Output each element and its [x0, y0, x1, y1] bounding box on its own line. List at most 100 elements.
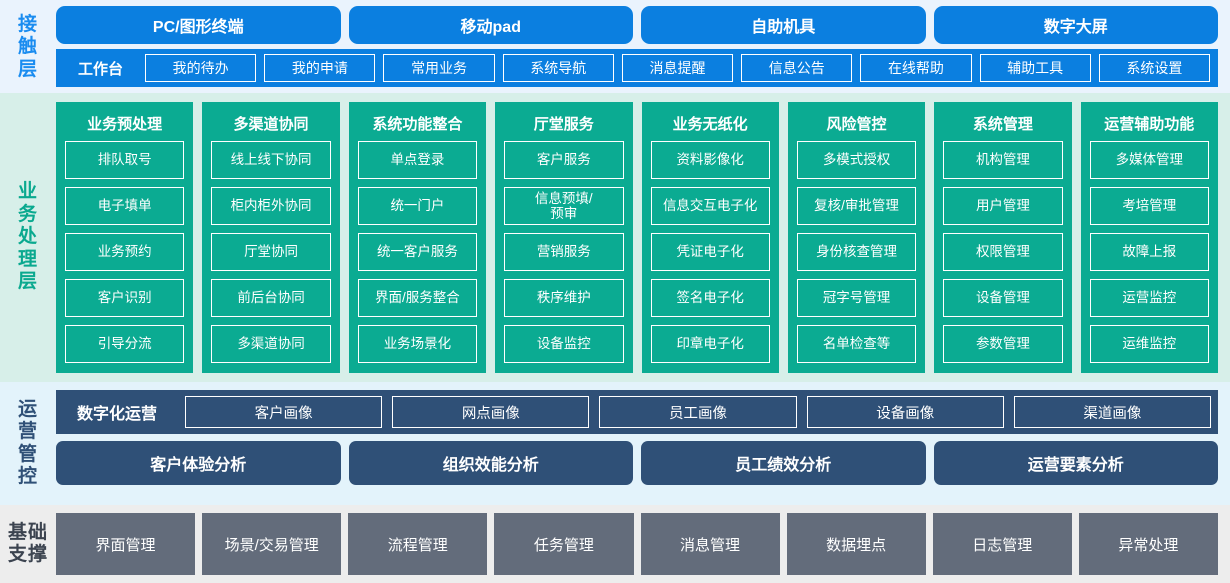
analysis-organizational-efficiency[interactable]: 组织效能分析 [348, 441, 633, 485]
business-item[interactable]: 参数管理 [943, 325, 1063, 363]
business-column-paperless: 业务无纸化 资料影像化 信息交互电子化 凭证电子化 签名电子化 印章电子化 [641, 102, 779, 373]
business-column-system-management: 系统管理 机构管理 用户管理 权限管理 设备管理 参数管理 [934, 102, 1072, 373]
business-item[interactable]: 业务预约 [65, 233, 185, 271]
business-item[interactable]: 多模式授权 [796, 141, 917, 179]
business-item[interactable]: 资料影像化 [650, 141, 770, 179]
business-item[interactable]: 身份核查管理 [796, 233, 917, 271]
channel-mobile-pad[interactable]: 移动pad [348, 6, 633, 44]
business-item[interactable]: 权限管理 [943, 233, 1063, 271]
contact-layer: 接 触 层 PC/图形终端 移动pad 自助机具 数字大屏 工作台 我的待办 我… [0, 0, 1230, 93]
business-item[interactable]: 多媒体管理 [1089, 141, 1209, 179]
business-item[interactable]: 线上线下协同 [211, 141, 331, 179]
business-column-operation-auxiliary: 运营辅助功能 多媒体管理 考培管理 故障上报 运营监控 运维监控 [1080, 102, 1218, 373]
nav-item-my-todo[interactable]: 我的待办 [145, 54, 257, 82]
business-item[interactable]: 营销服务 [504, 233, 624, 271]
channel-pc[interactable]: PC/图形终端 [56, 6, 341, 44]
business-item[interactable]: 用户管理 [943, 187, 1063, 225]
foundation-layer: 基础 支撑 界面管理 场景/交易管理 流程管理 任务管理 消息管理 数据埋点 日… [0, 505, 1230, 583]
nav-item-information-bulletin[interactable]: 信息公告 [741, 54, 853, 82]
profile-customer[interactable]: 客户画像 [185, 396, 383, 428]
business-item[interactable]: 考培管理 [1089, 187, 1209, 225]
business-item[interactable]: 引导分流 [65, 325, 185, 363]
analysis-customer-experience[interactable]: 客户体验分析 [56, 441, 341, 485]
column-title: 系统功能整合 [372, 116, 463, 133]
business-column-preprocessing: 业务预处理 排队取号 电子填单 业务预约 客户识别 引导分流 [56, 102, 194, 373]
foundation-scenario-transaction-management[interactable]: 场景/交易管理 [202, 513, 342, 575]
business-item[interactable]: 复核/审批管理 [796, 187, 917, 225]
foundation-task-management[interactable]: 任务管理 [494, 513, 634, 575]
business-item[interactable]: 统一客户服务 [357, 233, 478, 271]
business-column-lobby-service: 厅堂服务 客户服务 信息预填/ 预审 营销服务 秩序维护 设备监控 [495, 102, 633, 373]
business-item[interactable]: 故障上报 [1089, 233, 1209, 271]
column-items: 客户服务 信息预填/ 预审 营销服务 秩序维护 设备监控 [504, 141, 624, 363]
operations-label-char: 营 [17, 421, 38, 443]
business-item[interactable]: 厅堂协同 [211, 233, 331, 271]
nav-item-message-reminder[interactable]: 消息提醒 [621, 54, 734, 82]
business-item[interactable]: 柜内柜外协同 [211, 187, 331, 225]
analysis-operation-factors[interactable]: 运营要素分析 [933, 441, 1218, 485]
business-item[interactable]: 界面/服务整合 [357, 279, 478, 317]
workbench-nav-row: 工作台 我的待办 我的申请 常用业务 系统导航 消息提醒 信息公告 在线帮助 辅… [56, 49, 1218, 87]
profile-device[interactable]: 设备画像 [806, 396, 1004, 428]
nav-item-my-application[interactable]: 我的申请 [264, 54, 376, 82]
column-items: 多媒体管理 考培管理 故障上报 运营监控 运维监控 [1089, 141, 1209, 363]
channel-self-service-machine[interactable]: 自助机具 [641, 6, 926, 44]
business-label-char: 层 [17, 271, 38, 293]
business-item[interactable]: 单点登录 [357, 141, 478, 179]
business-item[interactable]: 统一门户 [357, 187, 478, 225]
foundation-message-management[interactable]: 消息管理 [640, 513, 780, 575]
business-item[interactable]: 秩序维护 [504, 279, 624, 317]
operations-label-char: 控 [17, 465, 38, 487]
operations-layer-label: 运 营 管 控 [0, 390, 56, 497]
digital-operations-row: 数字化运营 客户画像 网点画像 员工画像 设备画像 渠道画像 [56, 390, 1218, 434]
foundation-exception-handling[interactable]: 异常处理 [1078, 513, 1218, 575]
business-item[interactable]: 信息预填/ 预审 [504, 187, 624, 225]
profile-branch[interactable]: 网点画像 [392, 396, 590, 428]
business-item[interactable]: 设备监控 [504, 325, 624, 363]
channel-digital-screen[interactable]: 数字大屏 [933, 6, 1218, 44]
profile-channel[interactable]: 渠道画像 [1013, 396, 1212, 428]
column-items: 多模式授权 复核/审批管理 身份核查管理 冠字号管理 名单检查等 [796, 141, 917, 363]
foundation-log-management[interactable]: 日志管理 [932, 513, 1072, 575]
nav-item-system-navigation[interactable]: 系统导航 [502, 54, 614, 82]
business-item[interactable]: 客户服务 [504, 141, 624, 179]
business-item[interactable]: 凭证电子化 [650, 233, 770, 271]
nav-item-common-business[interactable]: 常用业务 [383, 54, 495, 82]
business-item[interactable]: 印章电子化 [650, 325, 770, 363]
business-label-char: 务 [17, 203, 38, 225]
profile-employee[interactable]: 员工画像 [599, 396, 797, 428]
business-item[interactable]: 多渠道协同 [211, 325, 331, 363]
column-items: 单点登录 统一门户 统一客户服务 界面/服务整合 业务场景化 [357, 141, 478, 363]
foundation-layer-label: 基础 支撑 [0, 513, 56, 575]
foundation-data-tracking[interactable]: 数据埋点 [786, 513, 926, 575]
business-item[interactable]: 签名电子化 [650, 279, 770, 317]
column-title: 业务无纸化 [672, 116, 748, 133]
business-item[interactable]: 客户识别 [65, 279, 185, 317]
business-item[interactable]: 前后台协同 [211, 279, 331, 317]
business-item[interactable]: 冠字号管理 [796, 279, 917, 317]
business-item[interactable]: 运维监控 [1089, 325, 1209, 363]
nav-item-online-help[interactable]: 在线帮助 [860, 54, 972, 82]
business-layer: 业 务 处 理 层 业务预处理 排队取号 电子填单 业务预约 客户识别 引导分流… [0, 93, 1230, 382]
column-title: 业务预处理 [87, 116, 163, 133]
foundation-process-management[interactable]: 流程管理 [348, 513, 488, 575]
business-item[interactable]: 信息交互电子化 [650, 187, 770, 225]
business-item[interactable]: 电子填单 [65, 187, 185, 225]
contact-layer-label: 接 触 层 [0, 6, 56, 89]
operations-layer: 运 营 管 控 数字化运营 客户画像 网点画像 员工画像 设备画像 渠道画像 客… [0, 382, 1230, 505]
nav-item-auxiliary-tools[interactable]: 辅助工具 [979, 54, 1091, 82]
business-item[interactable]: 机构管理 [943, 141, 1063, 179]
analysis-employee-performance[interactable]: 员工绩效分析 [641, 441, 926, 485]
foundation-ui-management[interactable]: 界面管理 [56, 513, 196, 575]
column-title: 多渠道协同 [233, 116, 309, 133]
channel-row: PC/图形终端 移动pad 自助机具 数字大屏 [56, 6, 1218, 44]
business-layer-label: 业 务 处 理 层 [0, 102, 56, 373]
business-item[interactable]: 业务场景化 [357, 325, 478, 363]
business-item[interactable]: 排队取号 [65, 141, 185, 179]
business-columns: 业务预处理 排队取号 电子填单 业务预约 客户识别 引导分流 多渠道协同 线上线… [56, 102, 1218, 373]
business-item[interactable]: 设备管理 [943, 279, 1063, 317]
business-item[interactable]: 名单检查等 [796, 325, 917, 363]
foundation-items: 界面管理 场景/交易管理 流程管理 任务管理 消息管理 数据埋点 日志管理 异常… [56, 513, 1218, 575]
nav-item-system-settings[interactable]: 系统设置 [1098, 54, 1210, 82]
business-item[interactable]: 运营监控 [1089, 279, 1209, 317]
